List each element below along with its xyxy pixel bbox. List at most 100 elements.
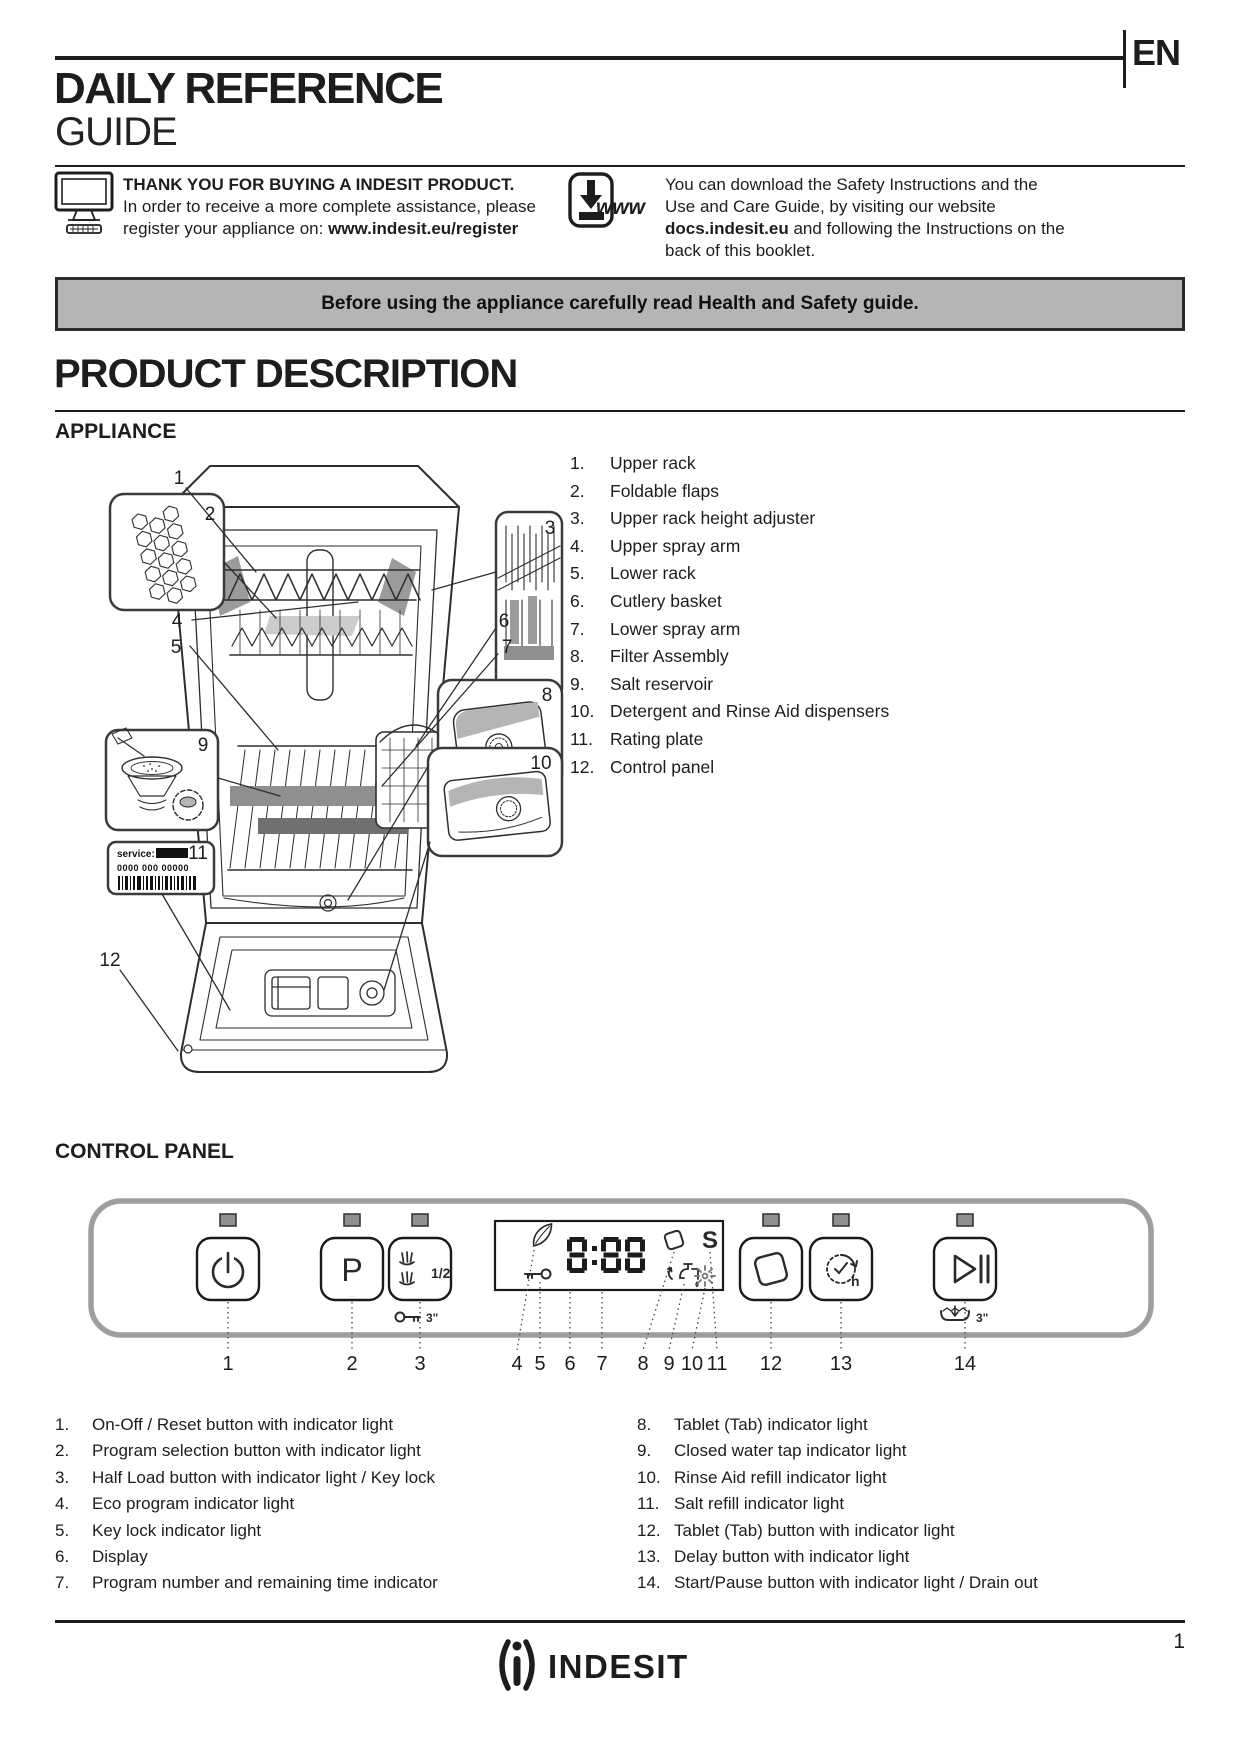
control-panel-diagram: P 1/2 S bbox=[88, 1198, 1154, 1375]
list-item: 10. Detergent and Rinse Aid dispensers bbox=[570, 698, 1130, 726]
download-text: You can download the Safety Instructions… bbox=[665, 174, 1085, 262]
callout-3: 3 bbox=[545, 518, 556, 539]
list-item: 1. On-Off / Reset button with indicator … bbox=[55, 1412, 615, 1438]
callout-9: 9 bbox=[198, 735, 209, 756]
item-label: Upper rack height adjuster bbox=[610, 508, 816, 529]
list-item: 6. Display bbox=[55, 1544, 615, 1570]
appliance-parts-list: 1. Upper rack 2. Foldable flaps 3. Upper… bbox=[570, 450, 1130, 781]
list-item: 6. Cutlery basket bbox=[570, 588, 1130, 616]
callout-5: 5 bbox=[171, 637, 182, 658]
figure-callout-numbers: 1 2 3 4 5 6 7 8 9 10 11 12 bbox=[99, 468, 555, 971]
item-number: 3. bbox=[55, 1467, 70, 1487]
tablet-button[interactable] bbox=[738, 1236, 804, 1302]
item-number: 12. bbox=[637, 1520, 661, 1540]
item-number: 2. bbox=[55, 1441, 70, 1461]
program-button[interactable] bbox=[319, 1236, 385, 1302]
service-label: service: bbox=[117, 849, 155, 860]
item-number: 8. bbox=[637, 1415, 652, 1434]
panel-num-8: 8 bbox=[637, 1353, 648, 1375]
list-item: 12. Control panel bbox=[570, 754, 1130, 782]
item-label: Tablet (Tab) button with indicator light bbox=[674, 1520, 955, 1540]
callout-box-salt-reservoir bbox=[104, 727, 281, 832]
tub-filter bbox=[319, 894, 337, 912]
door-dispenser bbox=[264, 969, 396, 1017]
language-divider bbox=[1123, 30, 1126, 88]
callout-box-foldable-flaps bbox=[108, 492, 277, 619]
program-button-label: P bbox=[341, 1252, 362, 1288]
safety-banner: Before using the appliance carefully rea… bbox=[55, 277, 1185, 331]
power-icon bbox=[211, 1251, 245, 1289]
item-label: Closed water tap indicator light bbox=[674, 1441, 907, 1461]
open-door bbox=[179, 922, 449, 1073]
item-label: Rinse Aid refill indicator light bbox=[674, 1467, 887, 1487]
panel-num-13: 13 bbox=[830, 1353, 852, 1375]
startpause-button[interactable] bbox=[932, 1236, 998, 1302]
item-number: 7. bbox=[570, 618, 585, 639]
item-label: Cutlery basket bbox=[610, 590, 722, 611]
appliance-diagram: 1 2 3 4 5 6 7 8 9 10 11 12 service: 0000… bbox=[99, 465, 564, 1073]
callout-8: 8 bbox=[542, 685, 553, 706]
www-label: www bbox=[596, 196, 646, 219]
panel-num-3: 3 bbox=[414, 1353, 425, 1375]
register-line3: register your appliance on: bbox=[123, 219, 329, 238]
lower-rack bbox=[227, 745, 426, 871]
panel-leader-lines bbox=[227, 1249, 966, 1351]
header-rule bbox=[55, 56, 1124, 60]
item-number: 4. bbox=[55, 1494, 70, 1514]
footer-rule bbox=[55, 1620, 1185, 1623]
halfload-indicator-light bbox=[411, 1213, 429, 1227]
item-label: Filter Assembly bbox=[610, 646, 729, 667]
key-lock-icon bbox=[524, 1268, 552, 1280]
list-item: 13. Delay button with indicator light bbox=[637, 1544, 1197, 1570]
callout-box-dispensers bbox=[383, 746, 564, 991]
item-label: Rating plate bbox=[610, 728, 704, 749]
delay-icon bbox=[826, 1254, 858, 1284]
tablet-indicator-light bbox=[762, 1213, 780, 1227]
key-lock-hold-icon bbox=[394, 1311, 421, 1323]
item-label: Control panel bbox=[610, 756, 715, 777]
item-label: Start/Pause button with indicator light … bbox=[674, 1573, 1038, 1593]
item-number: 1. bbox=[55, 1415, 70, 1434]
panel-num-5: 5 bbox=[534, 1353, 545, 1375]
brand-wordmark: INDESIT bbox=[548, 1648, 689, 1685]
item-number: 11. bbox=[637, 1494, 660, 1514]
control-list-right: 8. Tablet (Tab) indicator light 9. Close… bbox=[637, 1412, 1197, 1597]
tablet-button-icon bbox=[754, 1252, 788, 1286]
list-item: 5. Lower rack bbox=[570, 560, 1130, 588]
item-number: 6. bbox=[55, 1547, 70, 1567]
display-digits bbox=[567, 1237, 645, 1273]
onoff-indicator-light bbox=[219, 1213, 237, 1227]
item-label: Program selection button with indicator … bbox=[92, 1441, 421, 1461]
list-item: 2. Program selection button with indicat… bbox=[55, 1438, 615, 1464]
item-number: 4. bbox=[570, 535, 585, 556]
salt-indicator-icon: S bbox=[702, 1227, 718, 1254]
item-number: 14. bbox=[637, 1573, 661, 1593]
item-label: Lower rack bbox=[610, 563, 696, 584]
item-label: Tablet (Tab) indicator light bbox=[674, 1415, 868, 1434]
section-underline bbox=[55, 410, 1185, 412]
callout-1: 1 bbox=[174, 468, 185, 489]
panel-num-14: 14 bbox=[954, 1353, 976, 1375]
item-number: 7. bbox=[55, 1573, 70, 1593]
item-number: 3. bbox=[570, 508, 585, 529]
item-label: Salt reservoir bbox=[610, 673, 714, 694]
download-line1: You can download the Safety Instructions… bbox=[665, 175, 1038, 194]
panel-num-9: 9 bbox=[663, 1353, 674, 1375]
list-item: 11. Rating plate bbox=[570, 726, 1130, 754]
panel-num-1: 1 bbox=[222, 1353, 233, 1375]
item-number: 1. bbox=[570, 453, 585, 473]
register-heading: THANK YOU FOR BUYING A INDESIT PRODUCT. bbox=[123, 175, 515, 194]
callout-2: 2 bbox=[205, 504, 216, 525]
start-pause-icon bbox=[953, 1254, 990, 1284]
delay-indicator-light bbox=[832, 1213, 850, 1227]
register-line2: In order to receive a more complete assi… bbox=[123, 197, 536, 216]
delay-hours-label: h bbox=[851, 1273, 860, 1289]
half-load-fraction: 1/2 bbox=[431, 1265, 451, 1281]
item-label: Lower spray arm bbox=[610, 618, 741, 639]
doc-title-line2: GUIDE bbox=[55, 110, 178, 154]
panel-num-10: 10 bbox=[681, 1353, 703, 1375]
item-label: Upper rack bbox=[610, 453, 696, 473]
item-label: Half Load button with indicator light / … bbox=[92, 1467, 436, 1487]
callout-11: 11 bbox=[188, 843, 208, 864]
item-number: 10. bbox=[570, 701, 595, 722]
